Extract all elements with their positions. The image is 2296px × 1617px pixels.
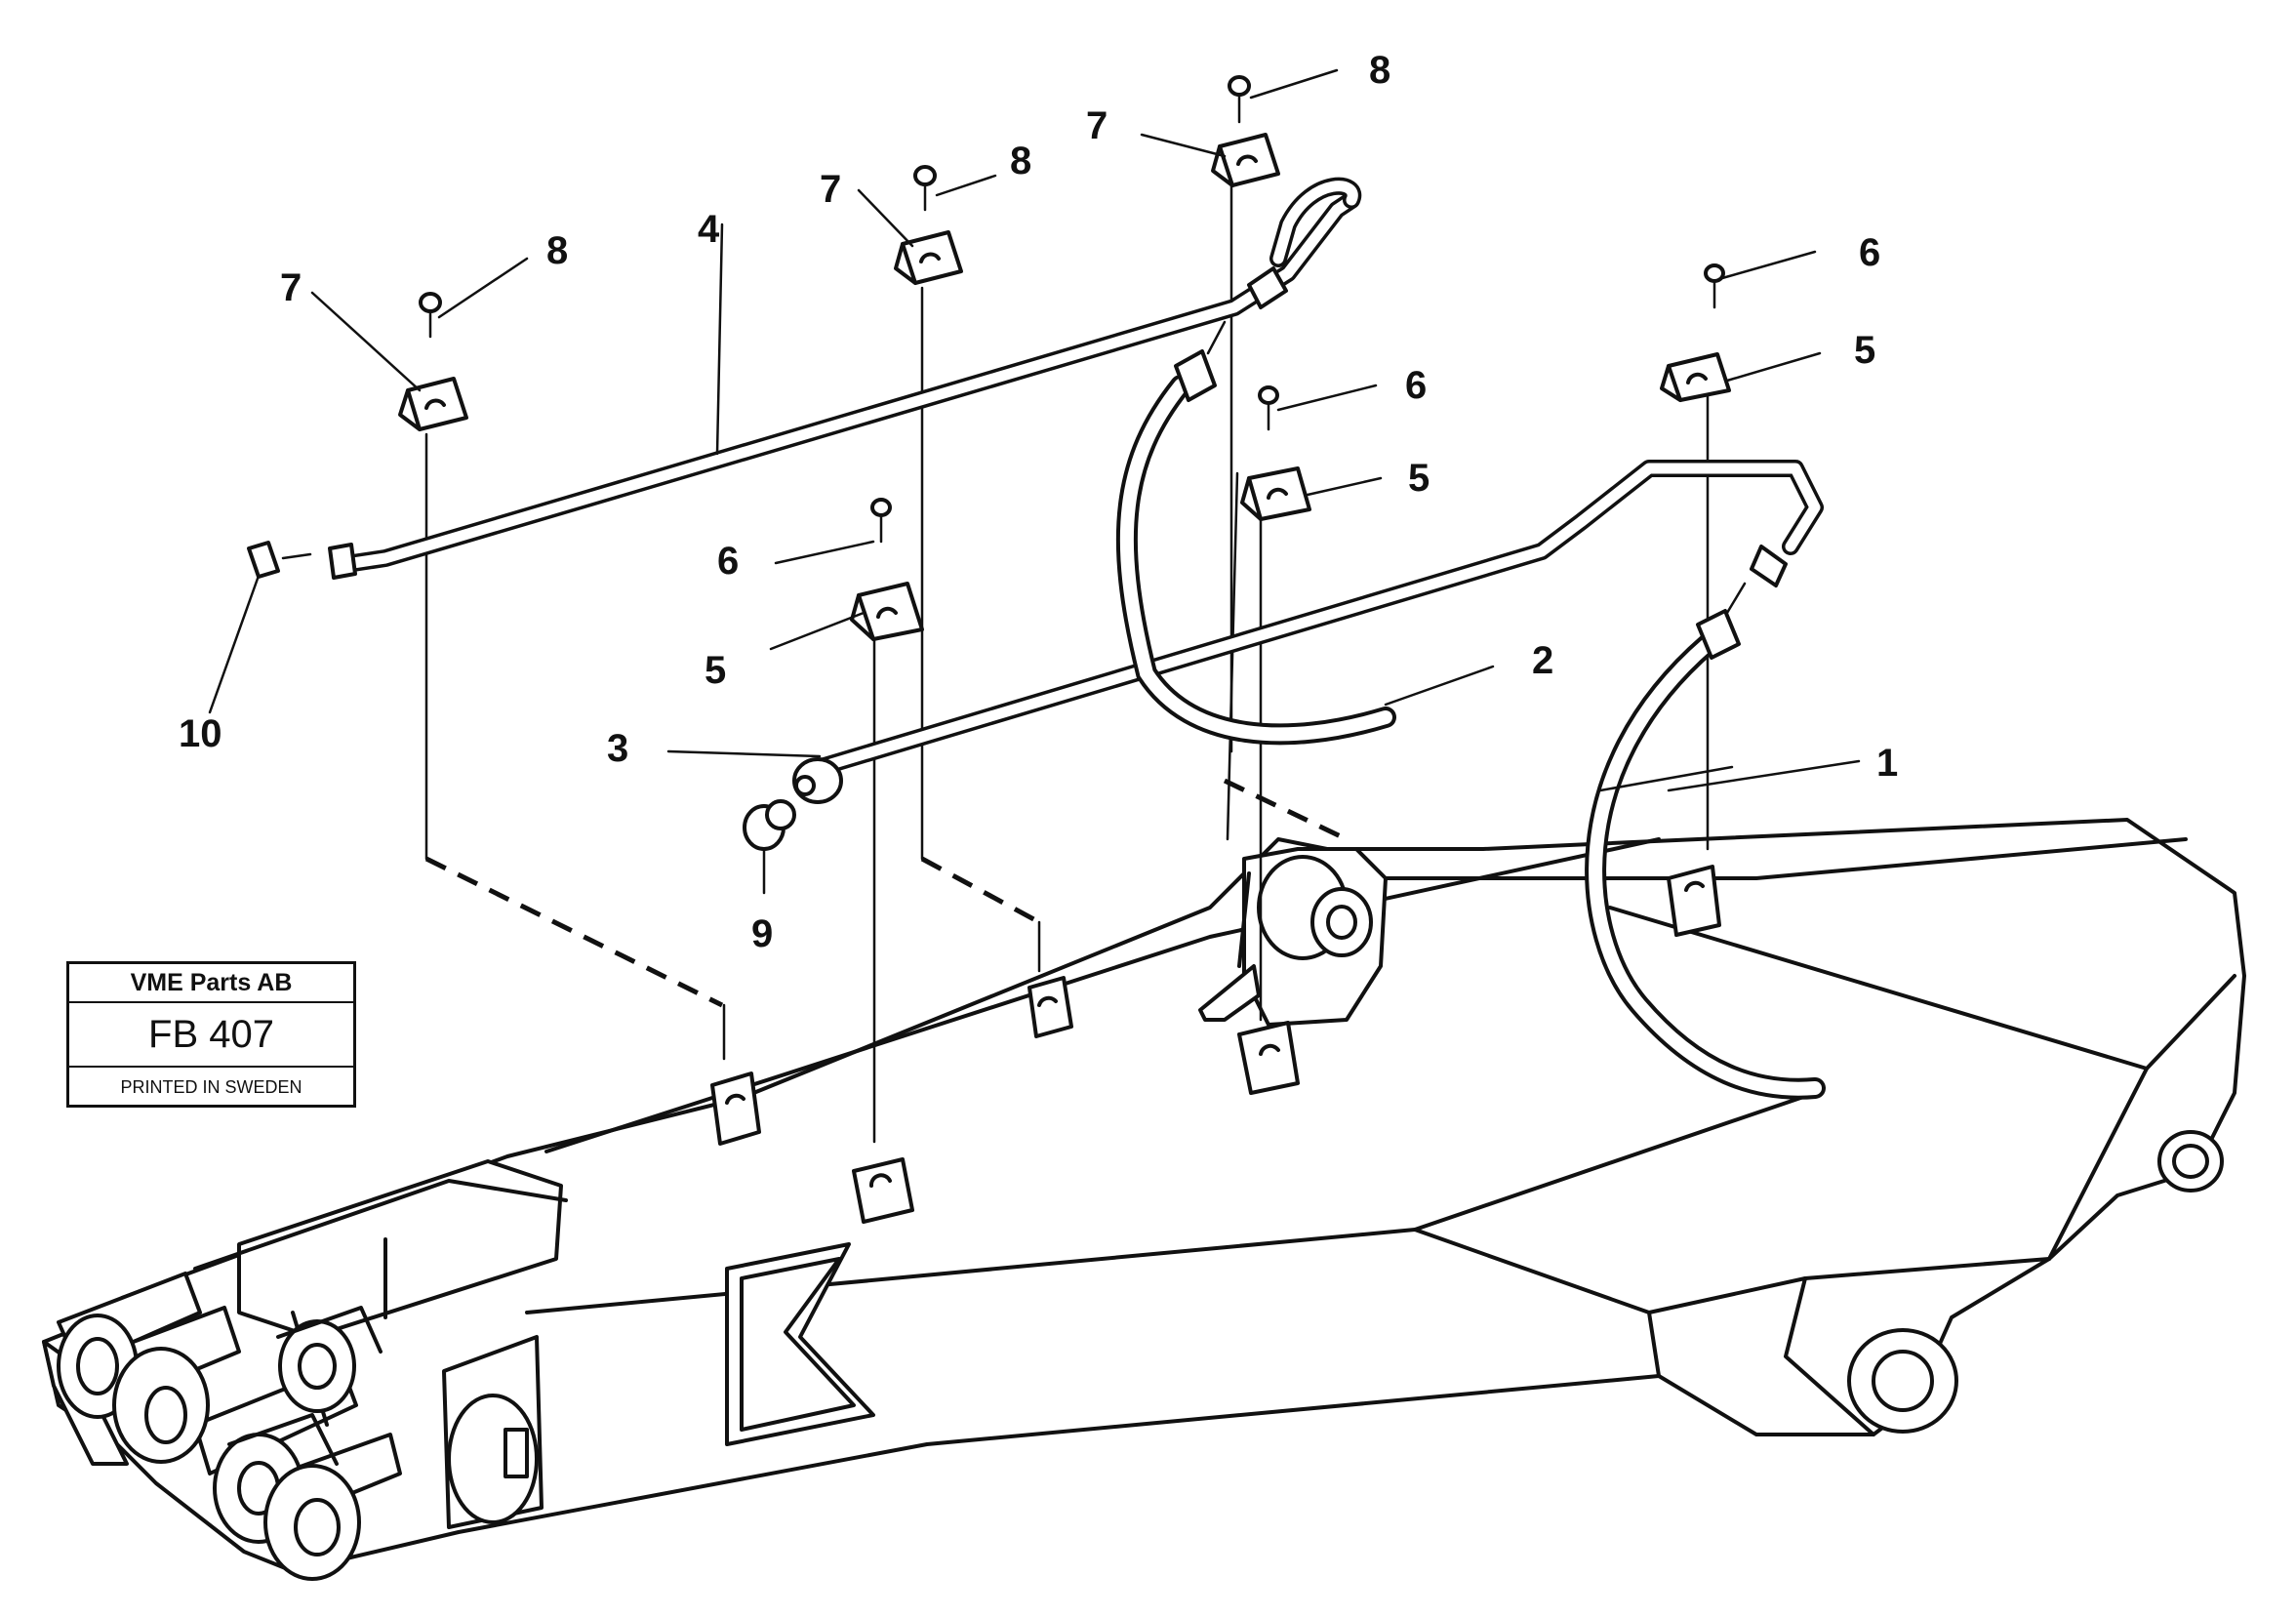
screws [419,75,1725,544]
callout-3: 3 [607,727,628,770]
title-block: VME Parts AB FB 407 PRINTED IN SWEDEN [66,961,356,1108]
pipe-3 [792,460,1824,804]
callout-7-middle: 7 [820,168,841,211]
callout-7-top: 7 [1086,104,1108,147]
callout-6-middle: 6 [717,540,739,583]
callout-2: 2 [1532,639,1553,682]
leader-lines [208,68,1861,895]
callout-7-left: 7 [280,266,302,309]
figure-code: FB 407 [69,1003,353,1068]
callout-4: 4 [698,208,720,251]
boom-arm [42,818,2246,1581]
callout-8-middle: 8 [1010,140,1031,182]
callout-1: 1 [1876,742,1898,785]
pipe-4 [328,177,1362,580]
callout-8-left: 8 [546,229,568,272]
callout-5-right: 5 [1854,329,1875,372]
callout-5-middle: 5 [705,649,726,692]
callout-labels: 1 2 3 4 5 5 5 6 6 6 7 7 7 8 8 8 9 10 [179,49,1898,955]
nipple-10 [247,541,312,579]
company-name: VME Parts AB [69,964,353,1003]
clamps [398,133,1731,1224]
hose-1 [1585,582,1826,1100]
callout-10: 10 [179,712,222,755]
callout-9: 9 [751,912,773,955]
printed-in-note: PRINTED IN SWEDEN [120,1076,302,1097]
hose-2 [1115,320,1396,746]
callout-8-top: 8 [1369,49,1390,92]
plug-9 [743,799,796,851]
callout-6-right-mid: 6 [1405,364,1427,407]
callout-5-right-mid: 5 [1408,457,1430,500]
callout-6-right: 6 [1859,231,1880,274]
